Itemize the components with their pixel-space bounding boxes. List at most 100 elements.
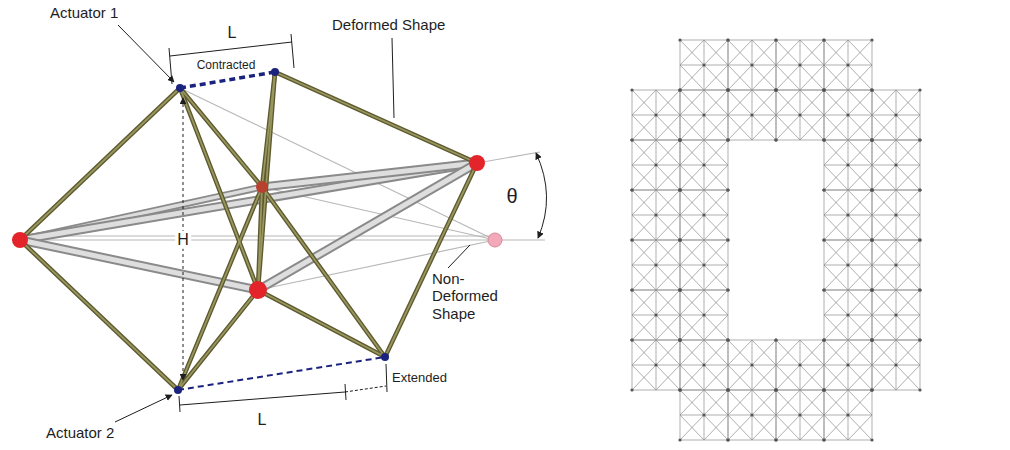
strut-joint [12, 232, 28, 248]
lattice-node [870, 188, 873, 191]
shape-label: Deformed Shape [332, 16, 445, 33]
lattice-member [872, 340, 920, 390]
dimension-line [170, 42, 292, 56]
lattice-member [632, 340, 656, 365]
lattice-node [654, 213, 657, 216]
lattice-member [824, 40, 872, 90]
lattice-member [728, 65, 752, 90]
lattice-node [870, 88, 873, 91]
lattice-member [728, 40, 776, 90]
lattice-member [824, 90, 872, 140]
lattice-member [776, 415, 800, 440]
lattice-node [678, 238, 681, 241]
lattice-node [654, 163, 657, 166]
lattice-member [656, 190, 680, 215]
lattice-member [800, 90, 824, 115]
cable-highlight [20, 240, 178, 390]
lattice-member [728, 390, 752, 415]
lattice-member [824, 140, 848, 165]
extension-line [291, 34, 294, 68]
lattice-node [894, 113, 897, 116]
cable [178, 290, 258, 390]
lattice-member [872, 265, 896, 290]
lattice-member [896, 340, 920, 365]
lattice-member [872, 290, 896, 315]
thin-line [180, 88, 495, 240]
lattice-member [680, 315, 704, 340]
lattice-node [726, 88, 729, 91]
lattice-member [872, 115, 896, 140]
lattice-member [680, 65, 704, 90]
bottom-length-dimension [179, 364, 387, 412]
lattice-node [726, 138, 729, 141]
lattice-member [824, 390, 872, 440]
lattice-node [630, 138, 633, 141]
lattice-node [870, 138, 873, 141]
lattice-member [752, 365, 776, 390]
lattice-node [726, 388, 729, 391]
lattice-node [726, 388, 729, 391]
lattice-node [702, 413, 705, 416]
lattice-member [704, 140, 728, 165]
lattice-node [654, 263, 657, 266]
lattice-member [896, 215, 920, 240]
lattice-member [704, 190, 728, 215]
lattice-member [704, 65, 728, 90]
joints [12, 68, 502, 394]
lattice-node [654, 363, 657, 366]
lattice-member [656, 240, 680, 265]
lattice-member [776, 340, 824, 390]
lattice-node [774, 388, 777, 391]
lattice-member [872, 215, 896, 240]
lattice-node [870, 388, 873, 391]
lattice-member [632, 290, 680, 340]
actuator-joint [381, 353, 389, 361]
lattice-member [656, 315, 680, 340]
lattice-node [726, 238, 729, 241]
actuator-joint [176, 84, 184, 92]
lattice-node [894, 163, 897, 166]
actuator-extended [178, 357, 385, 390]
lattice-node [822, 88, 825, 91]
cable-highlight [178, 290, 258, 390]
lattice-member [680, 240, 728, 290]
lattice-member [896, 190, 920, 215]
lattice-node [678, 338, 681, 341]
lattice-member [632, 140, 680, 190]
lattice-member [752, 390, 776, 415]
lattice-member [824, 290, 872, 340]
lattice-node [726, 88, 729, 91]
lattice-node [822, 88, 825, 91]
lattice-node [678, 288, 681, 291]
lattice-member [848, 290, 872, 315]
lattice-member [824, 415, 848, 440]
lattice-member [824, 165, 848, 190]
lattice-member [656, 165, 680, 190]
actuator-joint [271, 68, 279, 76]
lattice-node [870, 188, 873, 191]
lattice-node [918, 138, 921, 141]
lattice-member [752, 65, 776, 90]
lattice-node [846, 63, 849, 66]
lattice-member [824, 290, 872, 340]
lattice-member [632, 265, 656, 290]
lattice-member [728, 365, 752, 390]
lattice-node [822, 438, 825, 441]
lattice-node [726, 338, 729, 341]
lattice-member [776, 90, 800, 115]
lattice-node [822, 188, 825, 191]
lattice-node [774, 388, 777, 391]
lattice-member [800, 340, 824, 365]
cable [275, 72, 477, 163]
lattice-member [824, 215, 848, 240]
lattice-member [872, 315, 896, 340]
lattice-node [774, 438, 777, 441]
lattice-member [680, 90, 728, 140]
lattice-member [704, 40, 728, 65]
cable-highlight [180, 88, 262, 187]
lattice-node [678, 138, 681, 141]
lattice-member [680, 140, 728, 190]
lattice-node [702, 263, 705, 266]
lattice-member [824, 315, 848, 340]
